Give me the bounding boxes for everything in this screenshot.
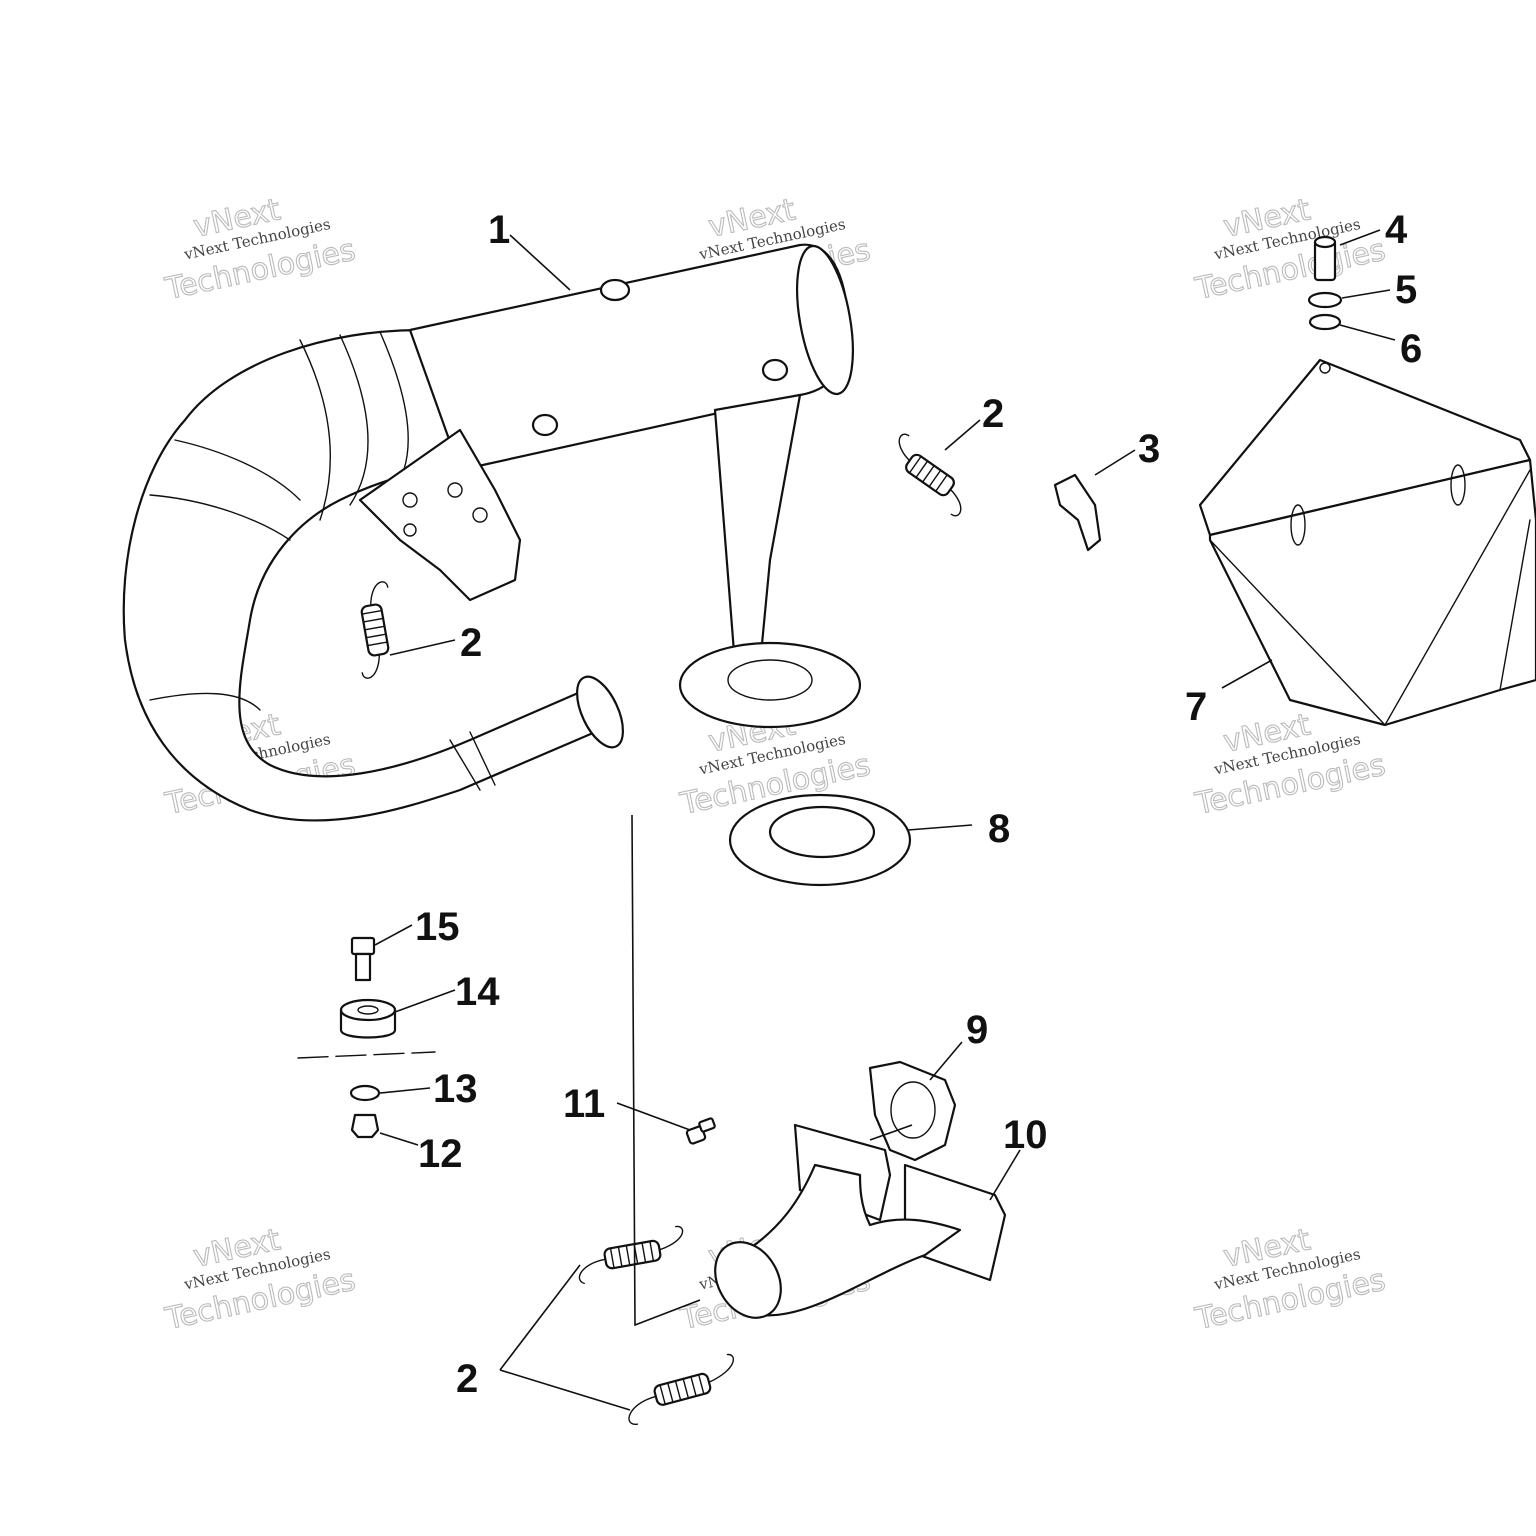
bracket-hole bbox=[472, 507, 488, 523]
bushing-14 bbox=[339, 998, 397, 1039]
callout-9: 9 bbox=[966, 1008, 988, 1052]
heat-shield-fold bbox=[1384, 469, 1531, 726]
leader-13 bbox=[379, 1087, 431, 1094]
callout-14: 14 bbox=[455, 970, 500, 1014]
bracket-hole bbox=[402, 492, 418, 508]
mounting-boss bbox=[531, 413, 559, 437]
callout-12: 12 bbox=[418, 1132, 463, 1176]
callout-1: 1 bbox=[488, 208, 510, 252]
grommet bbox=[728, 793, 912, 887]
leader-2b bbox=[389, 639, 456, 656]
muffler-expansion-chamber bbox=[122, 243, 862, 822]
nut-12 bbox=[350, 1113, 380, 1139]
bend-rib bbox=[174, 439, 301, 501]
bracket-hole bbox=[447, 482, 463, 498]
muffler-end-cap bbox=[796, 244, 854, 396]
callout-3: 3 bbox=[1138, 427, 1160, 471]
heat-shield-fold bbox=[1209, 539, 1386, 726]
washer-13 bbox=[349, 1084, 381, 1102]
heat-shield-hole bbox=[1319, 362, 1331, 374]
bolt-15 bbox=[350, 936, 376, 982]
watermark-top-right: vNext vNext Technologies Technologies bbox=[1191, 192, 1389, 308]
leader-2a bbox=[944, 419, 981, 451]
watermark-bottom-right: vNext vNext Technologies Technologies bbox=[1191, 1222, 1389, 1338]
mounting-bracket bbox=[358, 428, 522, 602]
leader-lines bbox=[374, 229, 1396, 1411]
heat-shield bbox=[1198, 358, 1536, 727]
washer-6 bbox=[1308, 313, 1342, 331]
bend-rib bbox=[149, 692, 261, 711]
bend-rib bbox=[469, 731, 496, 786]
callout-11: 11 bbox=[563, 1082, 605, 1126]
outlet-flange bbox=[678, 641, 862, 729]
callout-numbers: 1 2 2 2 3 4 5 6 7 8 9 10 11 12 13 14 15 bbox=[415, 208, 1422, 1401]
mounting-boss bbox=[761, 358, 789, 382]
heat-shield-top bbox=[1198, 358, 1532, 537]
callout-6: 6 bbox=[1400, 327, 1422, 371]
gasket-opening bbox=[890, 1081, 936, 1139]
callout-13: 13 bbox=[433, 1067, 478, 1111]
leader-10 bbox=[989, 1149, 1021, 1201]
washer-5 bbox=[1307, 291, 1343, 309]
callout-2-upper-right: 2 bbox=[982, 392, 1004, 436]
leader-8 bbox=[907, 824, 973, 831]
leader-2c-lower bbox=[499, 1369, 631, 1411]
callout-5: 5 bbox=[1395, 268, 1417, 312]
leader-9b bbox=[869, 1124, 913, 1141]
grommet-inner bbox=[768, 805, 876, 859]
heat-shield-fold bbox=[1499, 519, 1531, 691]
bolt-4 bbox=[1313, 235, 1337, 282]
heat-shield-tab bbox=[1450, 464, 1466, 506]
manifold-outlet bbox=[714, 1241, 782, 1319]
heat-shield-tab bbox=[1290, 504, 1306, 546]
watermark-bottom-left: vNext vNext Technologies Technologies bbox=[161, 1222, 359, 1338]
bend-rib bbox=[299, 339, 332, 521]
leader-12 bbox=[379, 1132, 419, 1146]
inlet-collar bbox=[576, 675, 624, 749]
callout-4: 4 bbox=[1385, 208, 1408, 252]
callout-8: 8 bbox=[988, 807, 1010, 851]
watermark-top-left: vNext vNext Technologies Technologies bbox=[161, 192, 359, 308]
leader-11 bbox=[616, 1102, 691, 1131]
leader-4 bbox=[1339, 229, 1381, 246]
alignment-line bbox=[631, 814, 701, 1327]
tailpipe-stinger bbox=[713, 393, 802, 667]
mounting-boss bbox=[599, 278, 631, 302]
spring-bottom-upper bbox=[578, 1225, 684, 1285]
bend-rib bbox=[449, 739, 481, 791]
leader-3 bbox=[1094, 449, 1136, 476]
separator-line bbox=[297, 1051, 436, 1059]
callout-10: 10 bbox=[1003, 1113, 1048, 1157]
callout-15: 15 bbox=[415, 905, 460, 949]
callout-2-middle-left: 2 bbox=[460, 621, 482, 665]
manifold-y-pipe bbox=[723, 1163, 962, 1317]
spring-upper-right bbox=[898, 433, 962, 517]
header-pipe-bend bbox=[122, 328, 602, 822]
hanger-clip bbox=[1053, 473, 1102, 552]
leader-6 bbox=[1339, 324, 1396, 341]
bend-rib bbox=[339, 334, 369, 506]
spring-middle-left bbox=[360, 581, 390, 679]
callout-7: 7 bbox=[1185, 685, 1207, 729]
bracket-hole bbox=[403, 523, 417, 537]
exhaust-manifold bbox=[714, 1123, 1007, 1319]
plug-11 bbox=[685, 1117, 716, 1145]
leader-7 bbox=[1221, 659, 1273, 689]
leader-14 bbox=[394, 989, 456, 1013]
leader-2c-upper bbox=[499, 1264, 581, 1371]
spring-bottom-lower bbox=[628, 1353, 735, 1425]
callout-2-bottom: 2 bbox=[456, 1357, 478, 1401]
leader-1 bbox=[509, 234, 571, 291]
leader-5 bbox=[1341, 289, 1391, 299]
leader-15 bbox=[374, 924, 413, 946]
leader-9 bbox=[929, 1041, 963, 1081]
outlet-flange-inner bbox=[727, 659, 813, 701]
gasket bbox=[868, 1060, 957, 1162]
bend-rib bbox=[149, 494, 291, 541]
